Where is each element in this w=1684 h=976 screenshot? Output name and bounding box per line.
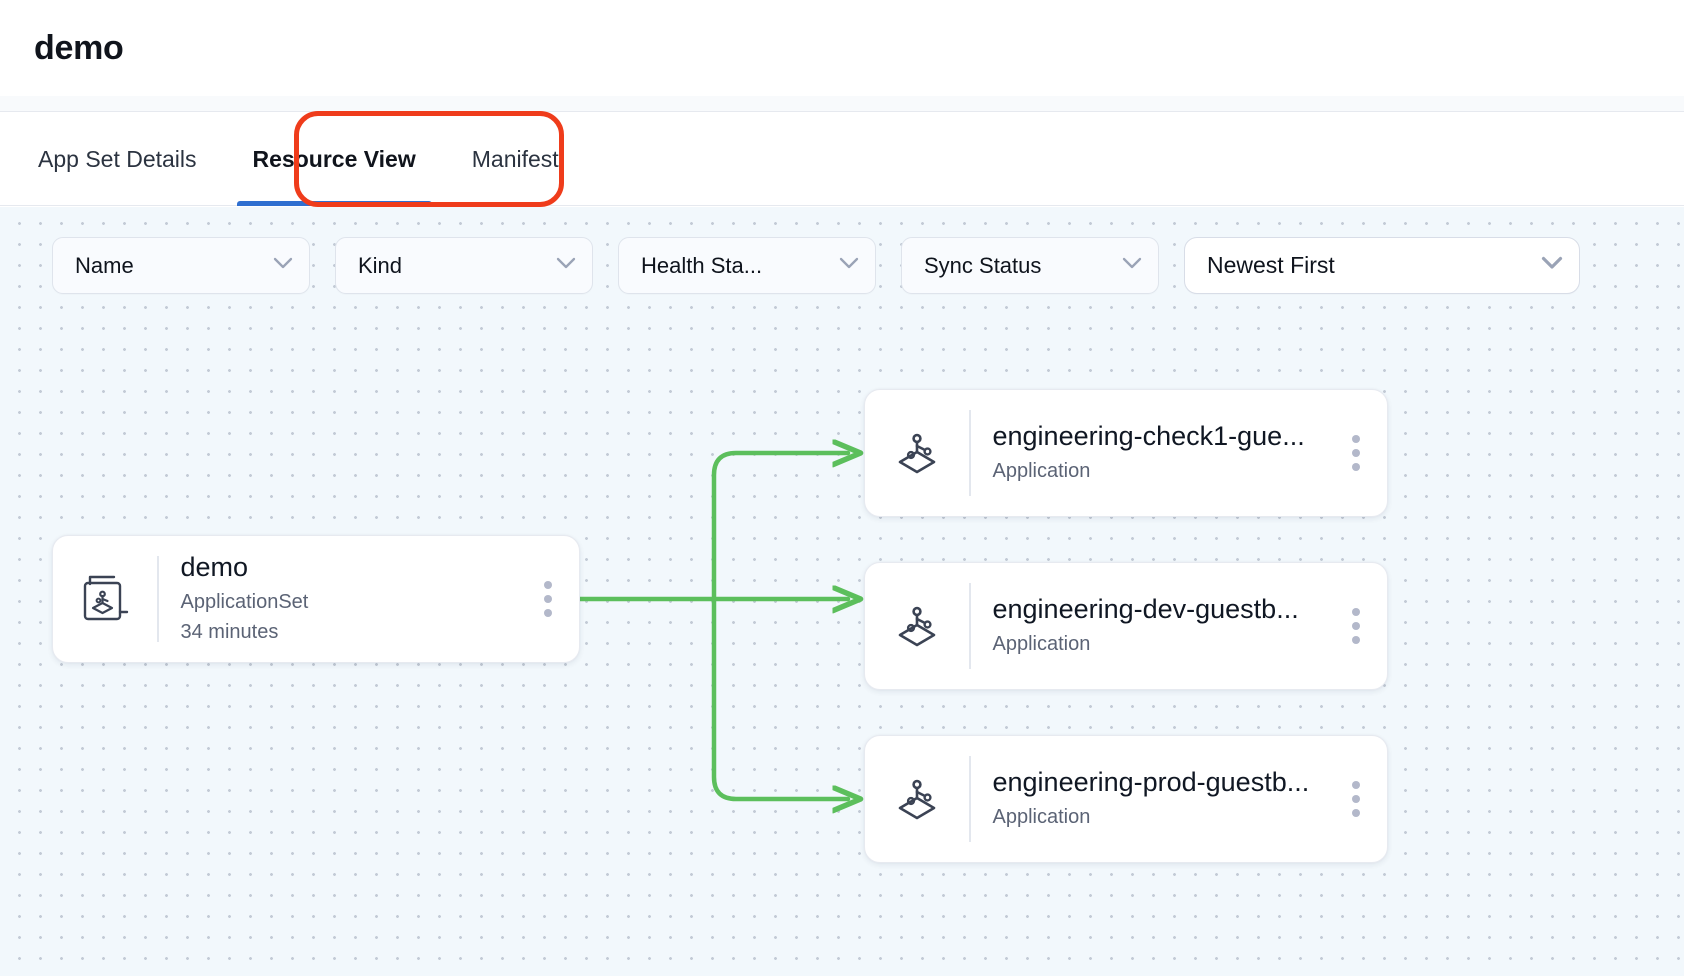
sync-status-filter-label: Sync Status xyxy=(924,252,1042,278)
chevron-down-icon xyxy=(1122,257,1142,275)
kebab-menu-icon[interactable] xyxy=(1333,781,1379,817)
kebab-dot xyxy=(544,581,552,589)
kebab-dot xyxy=(1352,435,1360,443)
sync-status-filter-select[interactable]: Sync Status xyxy=(901,237,1159,294)
kebab-menu-icon[interactable] xyxy=(1333,608,1379,644)
node-content: engineering-prod-guestb... Application xyxy=(971,766,1334,832)
kebab-dot xyxy=(544,609,552,617)
page-title: demo xyxy=(34,28,124,67)
chevron-down-icon xyxy=(556,257,576,275)
node-content: engineering-check1-gue... Application xyxy=(971,420,1334,486)
kebab-menu-icon[interactable] xyxy=(525,581,571,617)
tab-manifest[interactable]: Manifest xyxy=(471,146,559,172)
kebab-dot xyxy=(1352,795,1360,803)
node-title: engineering-prod-guestb... xyxy=(992,767,1310,798)
node-content: demo ApplicationSet 34 minutes xyxy=(159,551,526,647)
name-filter-select[interactable]: Name xyxy=(52,237,310,294)
chevron-down-icon xyxy=(1541,256,1563,275)
kebab-dot xyxy=(1352,622,1360,630)
node-content: engineering-dev-guestb... Application xyxy=(971,593,1334,659)
node-title: engineering-check1-gue... xyxy=(992,421,1305,452)
kebab-dot xyxy=(1352,449,1360,457)
tab-list: App Set Details Resource View Manifest xyxy=(0,113,587,206)
tab-resource-view[interactable]: Resource View xyxy=(225,113,444,206)
kind-filter-label: Kind xyxy=(358,252,403,278)
kind-filter-select[interactable]: Kind xyxy=(335,237,593,294)
node-application-dev[interactable]: engineering-dev-guestb... Application xyxy=(864,562,1388,690)
kebab-dot xyxy=(1352,463,1360,471)
page-header: demo xyxy=(0,0,1684,96)
application-icon xyxy=(865,424,969,482)
name-filter-label: Name xyxy=(75,252,134,278)
kebab-dot xyxy=(1352,809,1360,817)
kebab-dot xyxy=(544,595,552,603)
tab-app-set-details[interactable]: App Set Details xyxy=(38,146,197,172)
application-icon xyxy=(865,770,969,828)
node-kind: ApplicationSet xyxy=(180,590,309,613)
node-divider xyxy=(969,410,971,496)
resource-graph-canvas[interactable]: Name Kind Health Sta... xyxy=(0,207,1684,976)
header-divider-strip xyxy=(0,96,1684,112)
kebab-dot xyxy=(1352,781,1360,789)
node-divider xyxy=(969,756,971,842)
health-status-filter-label: Health Sta... xyxy=(641,252,763,278)
sort-order-label: Newest First xyxy=(1207,252,1335,278)
node-applicationset-demo[interactable]: demo ApplicationSet 34 minutes xyxy=(52,535,580,663)
node-kind: Application xyxy=(992,632,1091,655)
kebab-dot xyxy=(1352,636,1360,644)
node-divider xyxy=(157,556,159,642)
node-application-prod[interactable]: engineering-prod-guestb... Application xyxy=(864,735,1388,863)
kebab-dot xyxy=(1352,608,1360,616)
node-kind: Application xyxy=(992,459,1091,482)
node-title: engineering-dev-guestb... xyxy=(992,594,1299,625)
health-status-filter-select[interactable]: Health Sta... xyxy=(618,237,876,294)
sort-order-select[interactable]: Newest First xyxy=(1184,237,1580,294)
node-divider xyxy=(969,583,971,669)
tab-bar: App Set Details Resource View Manifest xyxy=(0,113,1684,206)
node-application-check1[interactable]: engineering-check1-gue... Application xyxy=(864,389,1388,517)
node-kind: Application xyxy=(992,805,1091,828)
chevron-down-icon xyxy=(839,257,859,275)
filter-bar: Name Kind Health Sta... xyxy=(52,237,1580,294)
node-title: demo xyxy=(180,552,249,583)
chevron-down-icon xyxy=(273,257,293,275)
application-icon xyxy=(865,597,969,655)
node-age: 34 minutes xyxy=(180,620,279,643)
applicationset-icon xyxy=(53,570,157,628)
kebab-menu-icon[interactable] xyxy=(1333,435,1379,471)
